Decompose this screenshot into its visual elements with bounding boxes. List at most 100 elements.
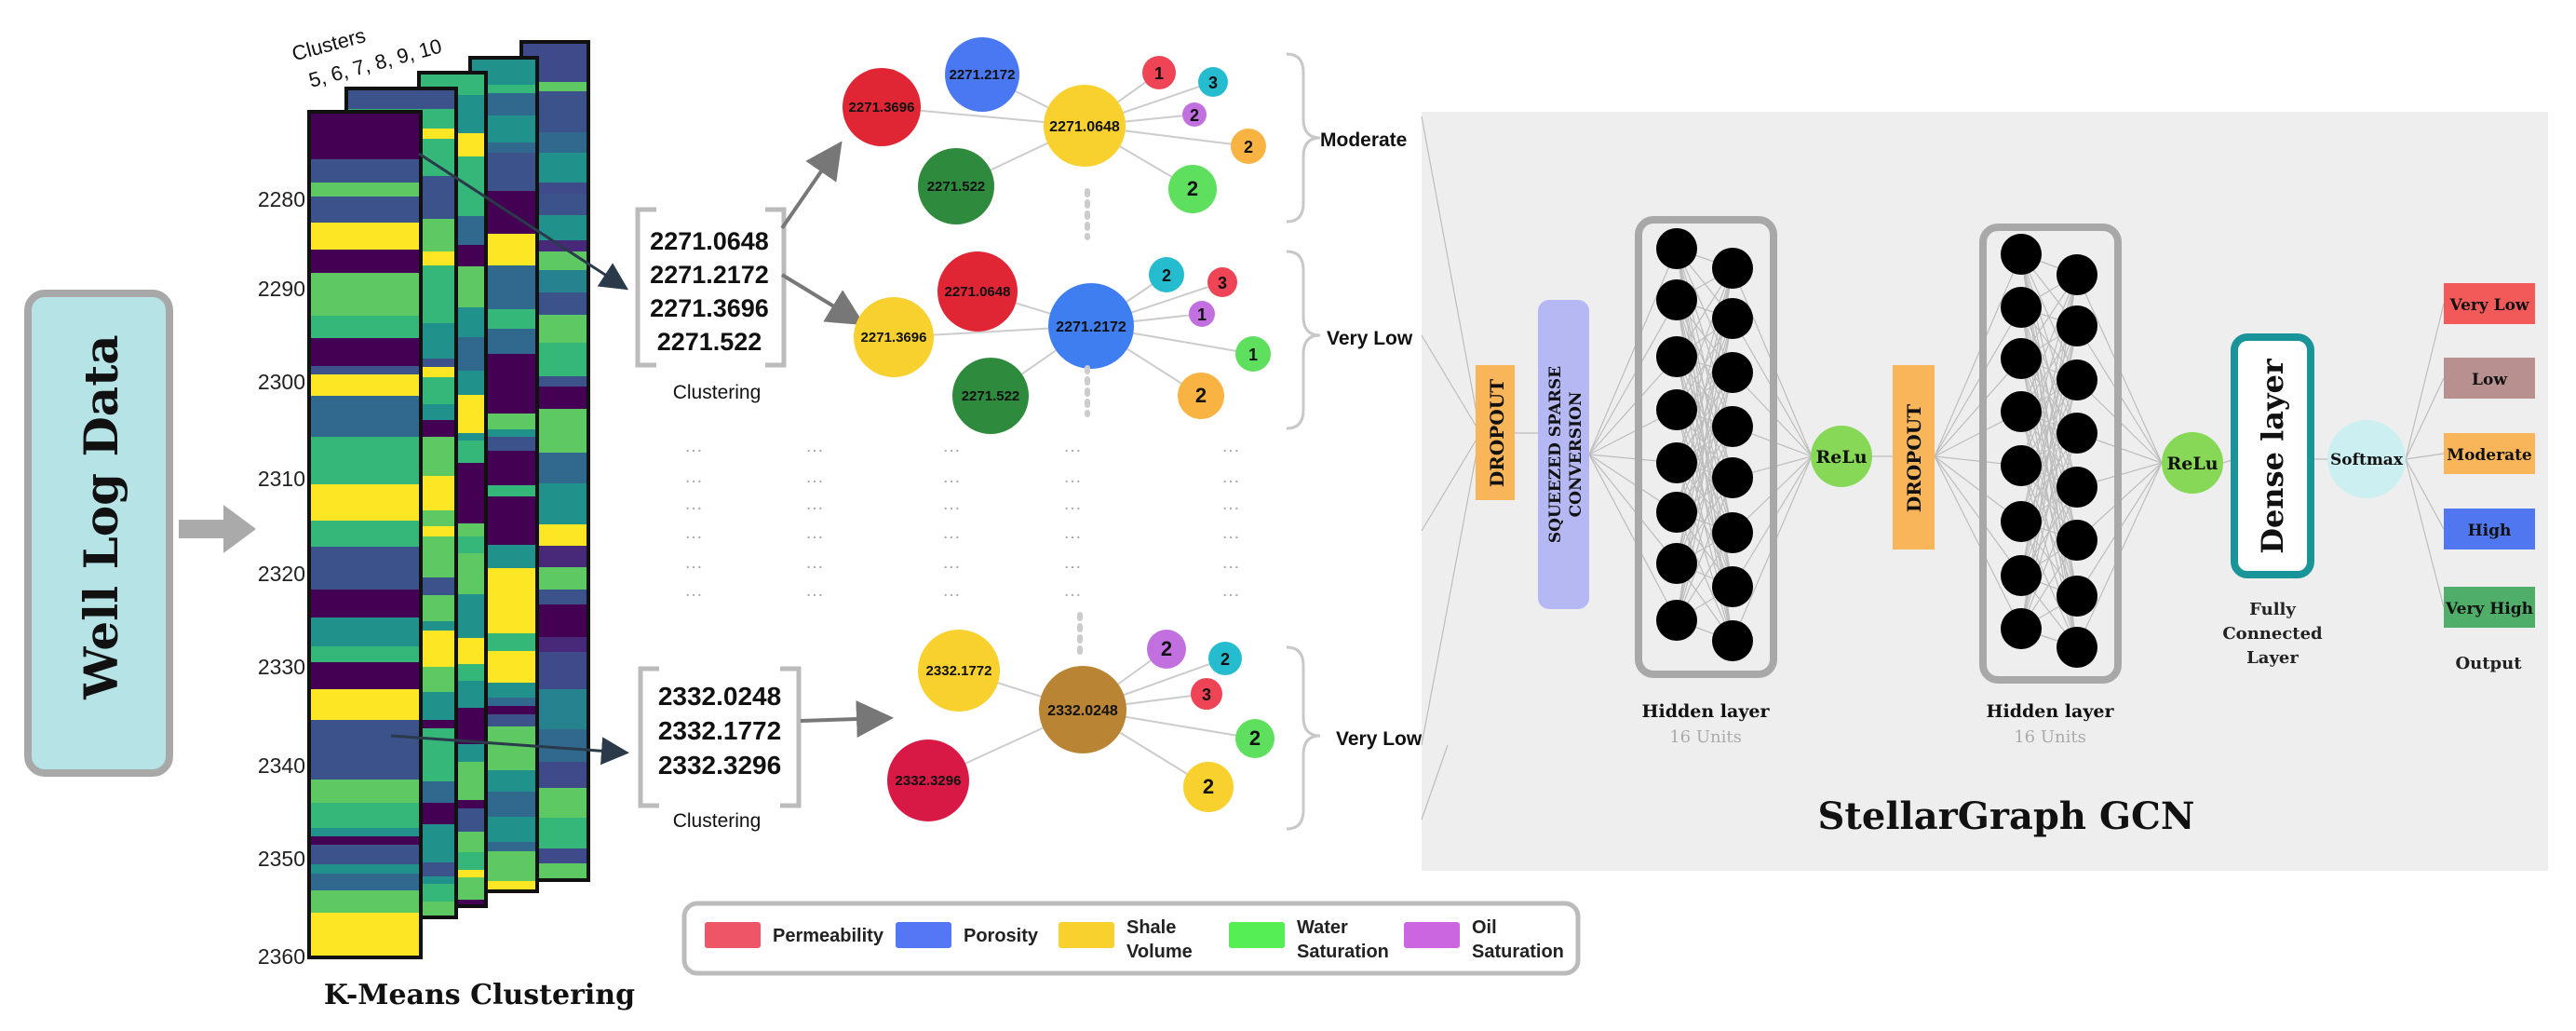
gcn-edge — [1934, 358, 2022, 457]
gcn-edge — [1421, 432, 1481, 746]
graph-node — [945, 37, 1019, 112]
legend-box — [681, 901, 1581, 976]
graph-node — [843, 68, 921, 146]
neuron — [1712, 248, 1753, 289]
ellipsis: … — [1221, 552, 1240, 573]
graph-node-label: 2 — [1161, 637, 1172, 660]
gcn-edge — [2405, 458, 2445, 530]
gcn-edge — [1588, 299, 1678, 455]
graph-node — [1147, 630, 1186, 669]
neuron — [1656, 279, 1697, 320]
gcn-edge — [1934, 455, 2022, 577]
gcn-edge — [1934, 306, 2022, 457]
ellipsis: … — [1221, 467, 1240, 487]
hidden-layer-title: Hidden layer — [1642, 701, 1771, 722]
dense-layer — [2231, 333, 2314, 578]
softmax-node — [2327, 420, 2406, 498]
legend-label: Shale — [1126, 917, 1176, 938]
graph-node-label: 2 — [1162, 266, 1171, 285]
ellipsis: … — [1221, 580, 1240, 601]
graph-node-label: 2 — [1190, 106, 1199, 125]
graph-node — [1231, 129, 1266, 164]
neuron — [2057, 305, 2097, 346]
cluster-to-graph-arrow — [800, 700, 894, 739]
ellipsis: … — [1063, 580, 1082, 601]
class-brace — [1286, 52, 1321, 224]
softmax-label: Softmax — [2330, 451, 2404, 469]
gcn-edge — [2405, 453, 2445, 460]
ellipsis: … — [684, 522, 703, 543]
depth-tick: 2280 — [258, 187, 305, 211]
neuron — [1712, 566, 1753, 607]
hidden-layer-units: 16 Units — [2014, 727, 2086, 747]
relu-node-2 — [2162, 432, 2223, 494]
output-class-label: High — [2468, 522, 2512, 540]
graph-node — [854, 297, 934, 377]
class-label: Very Low — [1336, 728, 1423, 750]
class-label: Very Low — [1327, 328, 1413, 349]
graph-node-label: 1 — [1197, 305, 1207, 324]
hidden-layer-units: 16 Units — [1669, 727, 1742, 747]
cluster-to-graph-arrow — [780, 141, 843, 230]
graph-node — [952, 358, 1029, 434]
dense-caption: Fully — [2249, 600, 2296, 619]
ellipsis: … — [1221, 436, 1240, 456]
graph-node — [1168, 165, 1217, 213]
graph-node — [918, 148, 994, 224]
graph-node — [887, 739, 969, 821]
legend-swatch — [1059, 922, 1114, 948]
ellipsis: … — [684, 436, 703, 456]
graph-center-label: 2271.0648 — [1049, 119, 1120, 135]
neuron — [2001, 501, 2042, 542]
squeezed-label-line1: SQUEEZED SPARSE — [1546, 366, 1565, 543]
depth-tick: 2330 — [258, 655, 305, 679]
stack-to-cluster-arrow — [418, 152, 629, 291]
gcn-edge — [1588, 454, 1678, 564]
gcn-edge — [2405, 377, 2445, 460]
dropout-layer-1 — [1476, 365, 1515, 500]
graph-node-label: 2271.0648 — [945, 284, 1011, 300]
dropout-layer-2 — [1893, 365, 1935, 549]
legend-swatch — [1404, 922, 1460, 948]
ellipsis: … — [1063, 552, 1082, 573]
gcn-edge — [2405, 458, 2445, 608]
gcn-edge — [2020, 274, 2078, 467]
output-class-box — [2444, 587, 2535, 628]
ellipsis: … — [805, 467, 824, 487]
graph-node-label: 2332.3296 — [896, 773, 962, 789]
gcn-edge — [1421, 115, 1481, 434]
depth-tick: 2360 — [258, 944, 305, 969]
gcn-edge — [1421, 744, 1449, 821]
graph-node-label: 2 — [1221, 650, 1230, 669]
ellipsis: … — [1221, 494, 1240, 514]
gcn-edge — [1421, 334, 1481, 434]
graph-node — [1208, 642, 1242, 675]
neuron — [1656, 543, 1697, 584]
dropout-label: DROPOUT — [1486, 379, 1508, 487]
gcn-edge — [2020, 486, 2078, 630]
ellipsis: … — [805, 580, 824, 601]
ellipsis-grid: ……………………………………………………………………………… — [684, 436, 1240, 601]
gcn-edge — [1676, 267, 1733, 411]
graph-center-label: 2332.0248 — [1047, 703, 1118, 719]
gcn-edge — [1588, 248, 1678, 455]
neuron — [2001, 445, 2042, 486]
stack-to-cluster-arrow — [390, 734, 629, 766]
kmeans-cluster-stacks — [307, 40, 590, 959]
hidden-layer-2-neurons — [2001, 234, 2097, 668]
gcn-title: StellarGraph GCN — [1818, 794, 2195, 838]
output-caption: Output — [2455, 654, 2522, 673]
graph-node-label: 3 — [1208, 74, 1218, 92]
graph-node — [918, 630, 1000, 712]
legend-label: Porosity — [964, 926, 1039, 946]
neuron — [1656, 442, 1697, 483]
dense-caption: Layer — [2246, 648, 2299, 668]
graph-node — [1142, 56, 1176, 89]
depth-tick: 2320 — [258, 562, 305, 586]
output-class-label: Moderate — [2447, 446, 2532, 465]
cluster-stack-layer — [307, 110, 423, 959]
